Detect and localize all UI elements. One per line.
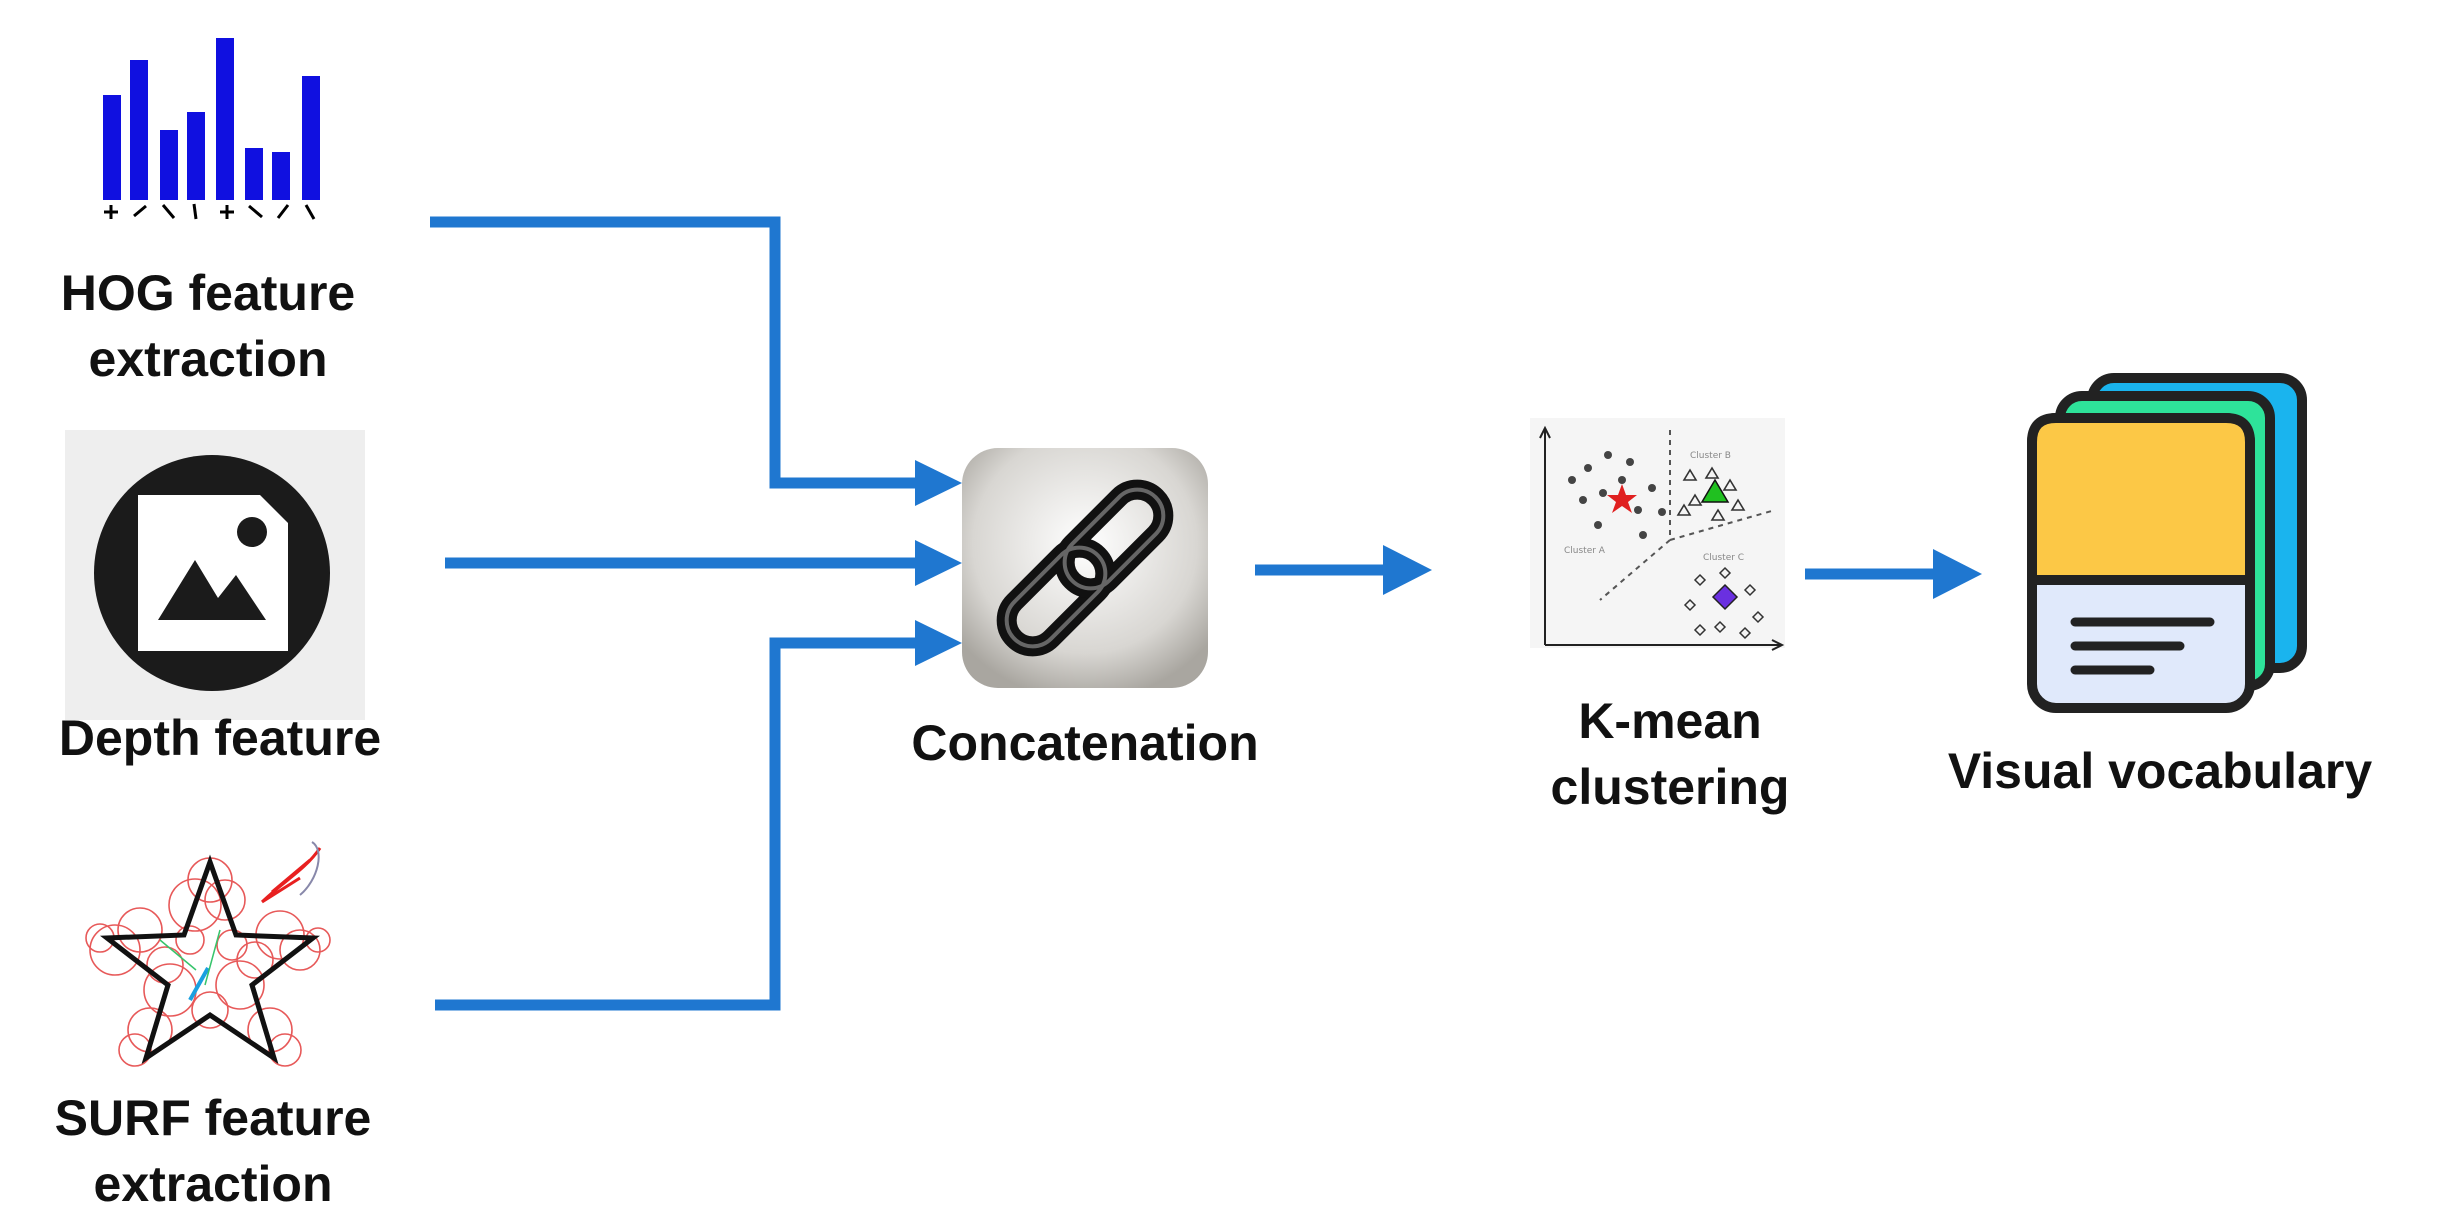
hog-label: HOG feature extraction: [38, 260, 378, 392]
surf-label-line-2: extraction: [93, 1156, 333, 1212]
depth-arrowhead: [915, 540, 962, 586]
star-keypoints-icon: [85, 841, 331, 1067]
surf-to-concat-connector: [435, 637, 918, 1011]
concat-label: Concatenation: [880, 710, 1290, 776]
chain-link-icon: [962, 448, 1208, 688]
kmean-label-line-1: K-mean: [1578, 693, 1762, 749]
cluster-b-label: Cluster B: [1690, 451, 1731, 461]
surf-arrowhead: [915, 620, 962, 666]
hog-arrowhead: [915, 460, 962, 506]
kmean-label: K-mean clustering: [1505, 688, 1835, 820]
cluster-scatter-icon: Cluster A Cluster B Cluster C: [1530, 418, 1785, 651]
flow-arrows: [430, 216, 1982, 1011]
surf-label: SURF feature extraction: [28, 1085, 398, 1217]
hog-label-line-2: extraction: [88, 331, 328, 387]
surf-label-line-1: SURF feature: [54, 1090, 372, 1146]
hog-to-concat-connector: [430, 216, 918, 489]
image-icon: [65, 430, 365, 720]
kmean-arrowhead: [1933, 549, 1982, 599]
vocab-label: Visual vocabulary: [1900, 738, 2420, 804]
kmean-label-line-2: clustering: [1550, 759, 1790, 815]
cluster-labels: Cluster A Cluster B Cluster C: [1564, 451, 1744, 563]
cluster-a-label: Cluster A: [1564, 546, 1606, 556]
depth-label: Depth feature: [20, 705, 420, 771]
cluster-c-label: Cluster C: [1703, 553, 1744, 563]
card-stack-icon: [2027, 373, 2307, 713]
depth-label-line-1: Depth feature: [58, 710, 382, 766]
histogram-icon: [103, 38, 320, 220]
concat-label-line-1: Concatenation: [911, 715, 1259, 771]
hog-label-line-1: HOG feature: [60, 265, 356, 321]
concat-arrowhead: [1383, 545, 1432, 595]
vocab-label-line-1: Visual vocabulary: [1947, 743, 2373, 799]
